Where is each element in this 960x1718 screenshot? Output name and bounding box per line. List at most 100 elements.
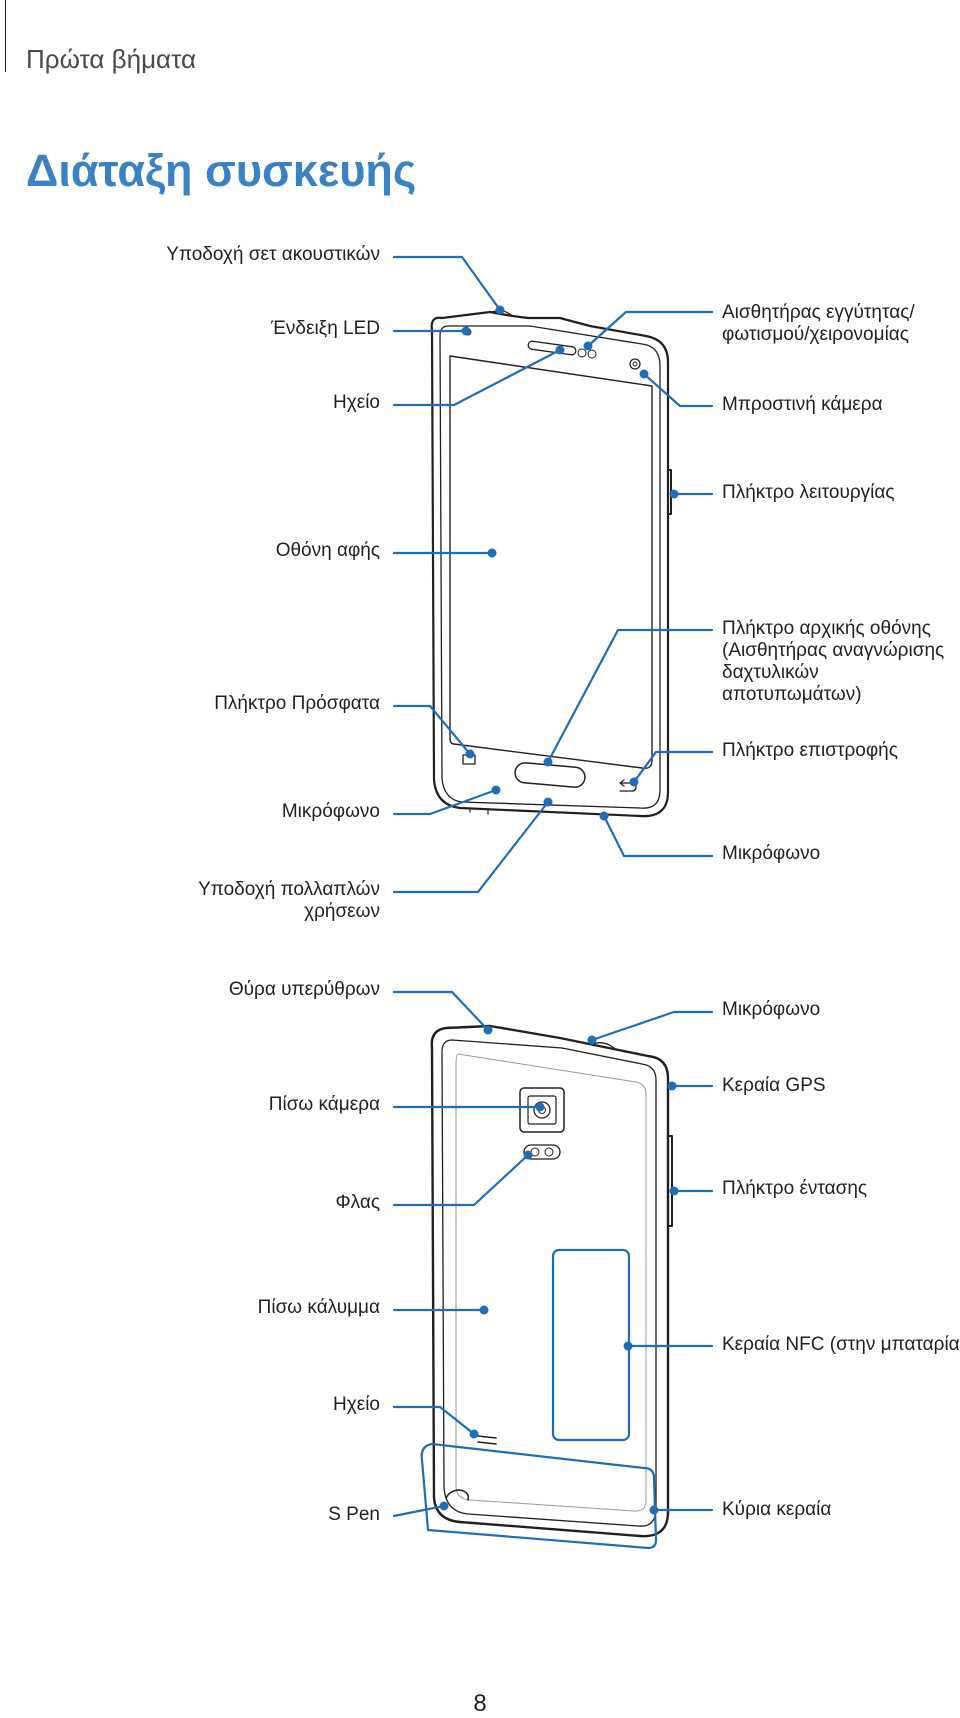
label-multipurpose-jack-line1: Υποδοχή πολλαπλών	[198, 879, 380, 900]
front-outer-frame	[430, 310, 670, 818]
callout-multipurpose-jack	[392, 800, 550, 894]
callout-recent-apps-key	[392, 704, 472, 756]
s-pen-slot	[445, 1489, 470, 1501]
back-outer-frame	[430, 1024, 670, 1538]
callout-headset-jack	[392, 255, 502, 312]
label-rear-camera: Πίσω κάμερα	[268, 1094, 380, 1115]
front-callout-dots	[461, 305, 679, 821]
label-multipurpose-jack-line2: χρήσεων	[304, 901, 380, 922]
label-headset-jack: Υποδοχή σετ ακουστικών	[166, 244, 380, 265]
label-volume-key: Πλήκτρο έντασης	[722, 1178, 868, 1199]
dot-gps-antenna	[667, 1081, 677, 1091]
dot-rear-speaker	[469, 1429, 479, 1439]
dot-flash	[523, 1150, 533, 1160]
label-microphone-bottom-left: Μικρόφωνο	[281, 801, 380, 822]
label-back-key: Πλήκτρο επιστροφής	[722, 740, 898, 761]
label-proximity-sensor: Αισθητήρας εγγύτητας/ φωτισμού/χειρονομί…	[722, 302, 915, 346]
callout-microphone-bottom-right	[602, 814, 714, 858]
label-microphone-top: Μικρόφωνο	[722, 999, 821, 1020]
back-callout-dots	[439, 1025, 679, 1515]
front-screen	[449, 355, 653, 770]
dot-recent-apps-key	[465, 749, 475, 759]
back-callouts	[392, 990, 714, 1518]
label-power-key: Πλήκτρο λειτουργίας	[722, 482, 895, 503]
callout-home-key	[546, 628, 714, 764]
flash-outline	[523, 1144, 561, 1160]
back-inner-frame	[441, 1039, 657, 1527]
label-nfc-antenna: Κεραία NFC (στην μπαταρία)	[722, 1334, 960, 1355]
dot-s-pen	[439, 1501, 449, 1511]
dot-nfc-antenna	[623, 1341, 633, 1351]
label-multipurpose-jack: Υποδοχή πολλαπλών χρήσεων	[198, 879, 380, 923]
dot-touchscreen	[487, 548, 497, 558]
callout-ir-blaster	[392, 990, 490, 1032]
callout-earpiece-speaker	[392, 348, 562, 407]
dot-multipurpose-jack	[543, 797, 553, 807]
back-side-keys	[667, 1135, 673, 1227]
label-rear-speaker: Ηχείο	[333, 1394, 380, 1415]
label-ir-blaster: Θύρα υπερύθρων	[228, 979, 380, 1000]
callout-microphone-top	[590, 1010, 714, 1042]
callout-microphone-bottom-left	[392, 788, 498, 816]
callout-flash	[392, 1153, 530, 1207]
label-recent-apps-key: Πλήκτρο Πρόσφατα	[214, 693, 380, 714]
rear-camera-module	[519, 1087, 565, 1133]
dot-front-camera	[639, 369, 649, 379]
label-home-key-line4: αποτυπωμάτων)	[722, 684, 862, 705]
front-device	[430, 309, 672, 818]
front-camera-lens	[629, 358, 641, 370]
flash-led-b	[544, 1147, 554, 1157]
front-camera-lens-inner	[632, 361, 638, 367]
rear-camera-lens	[533, 1101, 551, 1119]
dot-led-indicator	[461, 326, 471, 336]
dot-home-key	[543, 757, 553, 767]
label-microphone-bottom-right: Μικρόφωνο	[722, 843, 821, 864]
proximity-sensor-b	[587, 349, 597, 359]
dot-headset-jack	[495, 305, 505, 315]
dot-microphone-top	[587, 1035, 597, 1045]
proximity-sensor-a	[577, 348, 587, 358]
dot-microphone-bottom-right	[599, 811, 609, 821]
front-bottom-edge	[469, 807, 489, 815]
callout-proximity-sensor	[586, 310, 714, 348]
dot-proximity-sensor	[583, 341, 593, 351]
callout-back-key	[632, 750, 714, 784]
front-inner-frame	[439, 325, 661, 809]
dot-microphone-bottom-left	[491, 785, 501, 795]
page-title: Διάταξη συσκευής	[26, 145, 417, 196]
label-s-pen: S Pen	[328, 1504, 380, 1525]
callout-front-camera	[642, 372, 714, 408]
rear-speaker-grille	[477, 1435, 497, 1445]
front-callouts	[392, 255, 714, 894]
back-device	[420, 1024, 673, 1550]
label-home-key-line3: δαχτυλικών	[722, 662, 819, 683]
dot-rear-camera	[535, 1102, 545, 1112]
label-back-cover: Πίσω κάλυμμα	[257, 1297, 380, 1318]
label-home-key: Πλήκτρο αρχικής οθόνης (Αισθητήρας αναγν…	[722, 618, 944, 706]
callout-s-pen	[392, 1504, 446, 1518]
dot-power-key	[669, 489, 679, 499]
dot-back-key	[629, 777, 639, 787]
label-earpiece-speaker: Ηχείο	[333, 392, 380, 413]
back-cover-panel	[455, 1053, 647, 1512]
breadcrumb: Πρώτα βήματα	[26, 44, 197, 74]
dot-ir-blaster	[483, 1025, 493, 1035]
speaker-grille	[527, 340, 577, 356]
label-touchscreen: Οθόνη αφής	[275, 540, 380, 561]
label-main-antenna: Κύρια κεραία	[722, 1499, 832, 1520]
nfc-antenna-outline	[551, 1248, 631, 1442]
page-number: 8	[473, 1690, 487, 1717]
label-home-key-line2: (Αισθητήρας αναγνώρισης	[722, 640, 945, 661]
margin-rule	[5, 0, 6, 72]
label-led-indicator: Ένδειξη LED	[271, 318, 380, 339]
label-home-key-line1: Πλήκτρο αρχικής οθόνης	[722, 618, 931, 639]
dot-volume-key	[669, 1186, 679, 1196]
dot-back-cover	[479, 1305, 489, 1315]
callout-rear-speaker	[392, 1405, 476, 1436]
label-flash: Φλας	[335, 1192, 380, 1213]
label-gps-antenna: Κεραία GPS	[722, 1075, 826, 1096]
label-proximity-sensor-line2: φωτισμού/χειρονομίας	[722, 324, 909, 345]
dot-earpiece-speaker	[555, 345, 565, 355]
rear-camera-inner	[527, 1095, 557, 1125]
